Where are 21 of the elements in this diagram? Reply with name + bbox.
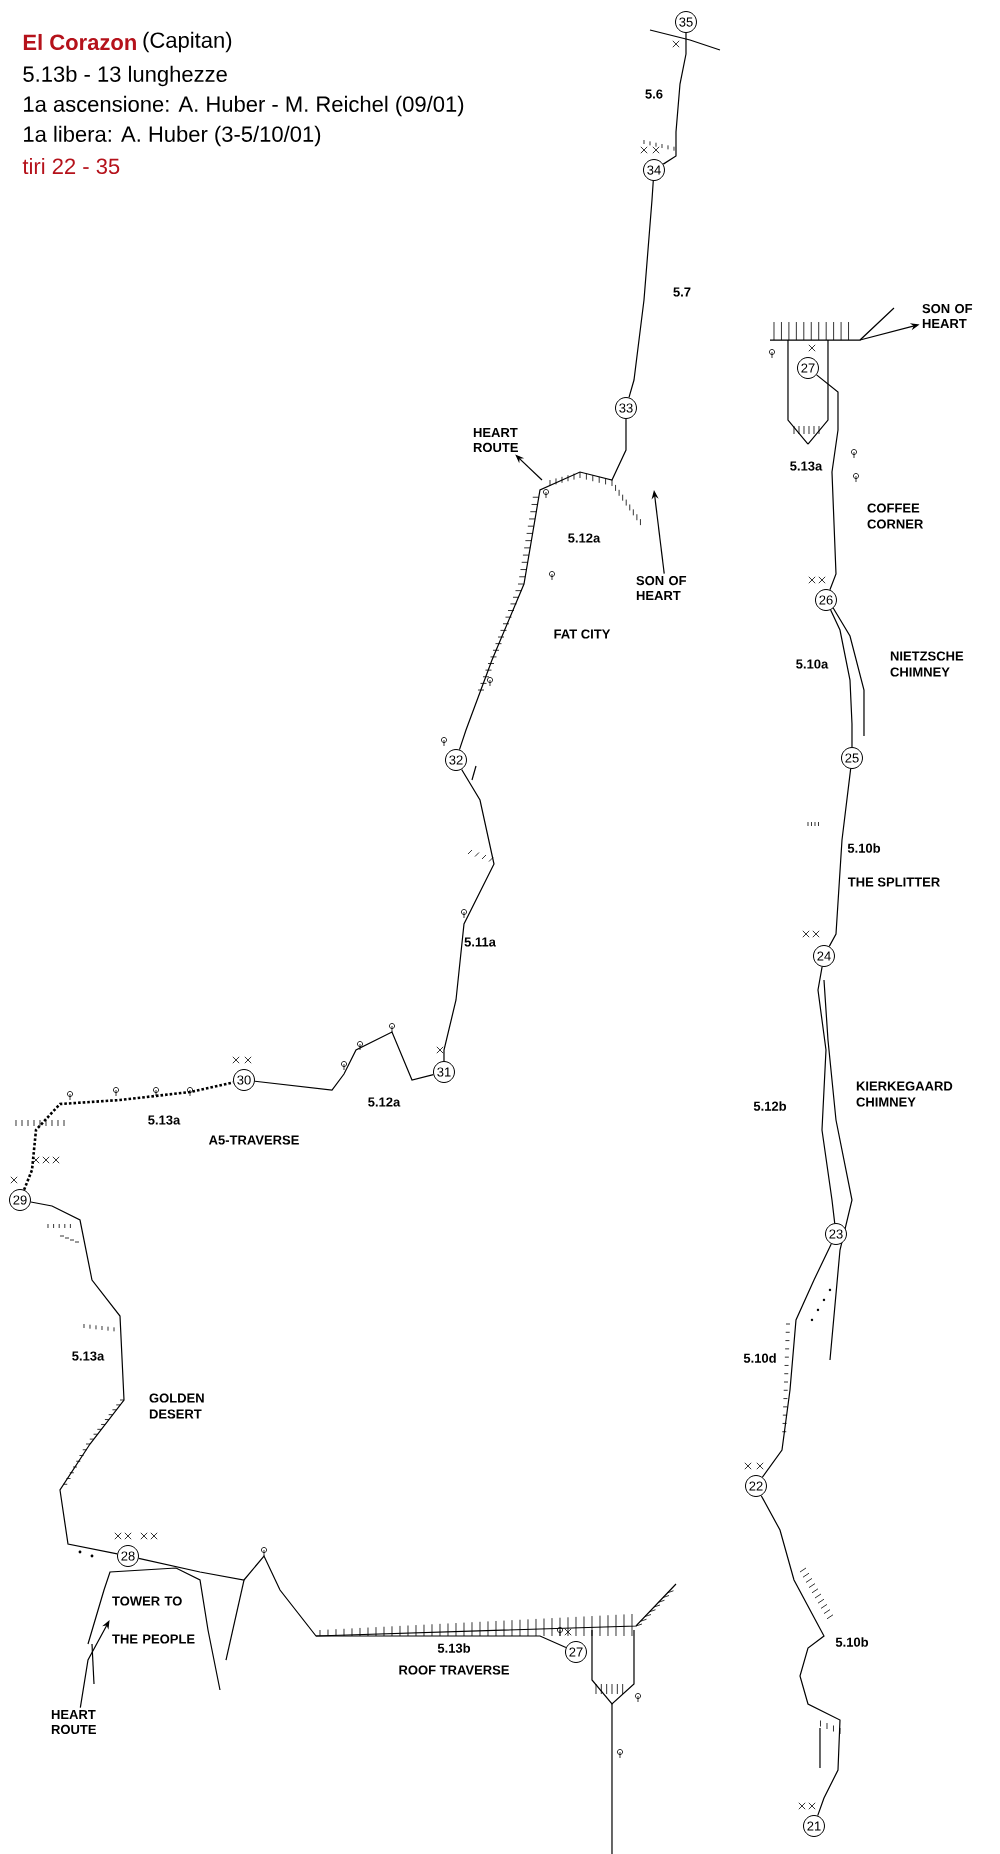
info-text: tiri 22 - 35 bbox=[22, 157, 120, 175]
info-text: 1a ascensione: A. Huber - M. Reichel (09/01) bbox=[24, 95, 464, 117]
route-line bbox=[628, 180, 654, 399]
route-line bbox=[443, 768, 495, 1062]
route-line bbox=[458, 418, 627, 751]
info-text: (Capitan) bbox=[143, 31, 232, 53]
route-line bbox=[22, 1081, 234, 1191]
route-line bbox=[30, 1201, 125, 1555]
route-line bbox=[760, 1495, 841, 1817]
info-text: 5.13b - 13 lunghezze bbox=[23, 65, 227, 87]
route-line bbox=[138, 1554, 567, 1649]
route-line bbox=[662, 32, 687, 165]
info-text: 1a libera: A. Huber (3-5/10/01) bbox=[24, 125, 321, 147]
route-line bbox=[817, 966, 836, 1224]
route-line bbox=[254, 1031, 434, 1091]
route-line bbox=[761, 1243, 832, 1478]
route-line bbox=[816, 374, 839, 591]
route-line bbox=[828, 768, 852, 947]
route-line bbox=[830, 609, 853, 748]
title: El Corazon bbox=[23, 33, 136, 51]
arrow bbox=[79, 1620, 110, 1709]
